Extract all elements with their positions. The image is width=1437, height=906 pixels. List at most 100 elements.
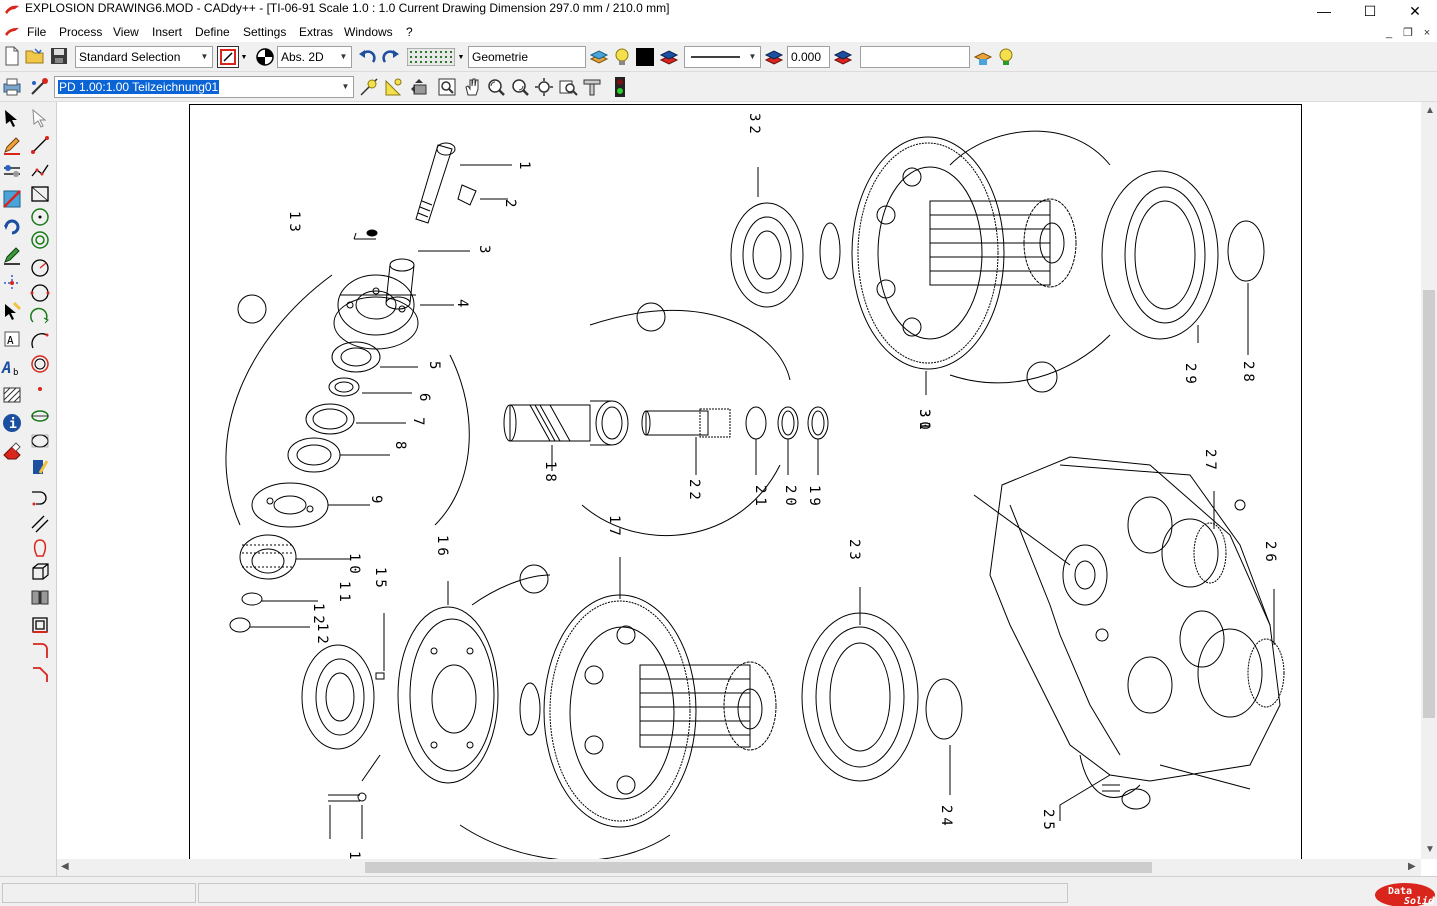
horizontal-scrollbar[interactable]: ◀ ▶ [57, 859, 1421, 876]
maximize-button[interactable]: ☐ [1347, 0, 1393, 22]
select-outline-icon[interactable] [29, 107, 51, 129]
circle-3point-icon[interactable] [29, 282, 51, 304]
drawing-canvas[interactable]: 1234567891011121213141516171819202122232… [57, 102, 1421, 859]
menu-view[interactable]: View [113, 25, 139, 39]
save-icon[interactable] [48, 45, 70, 67]
edit-pencil-icon[interactable] [1, 134, 23, 156]
lightbulb-icon[interactable] [611, 46, 633, 68]
mdi-minimize-button[interactable]: _ [1382, 26, 1396, 39]
document-menu-icon[interactable] [4, 26, 20, 38]
info-icon[interactable]: i [1, 412, 23, 434]
offset-icon[interactable] [29, 614, 51, 636]
rotate-icon[interactable] [1, 216, 23, 238]
pen-color-icon[interactable] [217, 46, 239, 68]
arc-icon[interactable] [29, 305, 51, 327]
menu-extras[interactable]: Extras [299, 25, 333, 39]
trim-icon[interactable] [1, 188, 23, 210]
selection-mode-select[interactable]: Standard Selection ▼ [75, 46, 213, 68]
line-width-stack-icon[interactable] [832, 46, 854, 68]
scroll-left-icon[interactable]: ◀ [61, 861, 69, 872]
traffic-light-icon[interactable] [609, 76, 631, 98]
text-tool-icon[interactable]: Ab [1, 356, 23, 378]
menu-settings[interactable]: Settings [243, 25, 286, 39]
parallel-line-icon[interactable] [29, 513, 51, 535]
sheet-view-select[interactable]: PD 1.00:1.00 Teilzeichnung01 ▼ [54, 76, 354, 98]
color-stack-icon[interactable] [658, 46, 680, 68]
menu-define[interactable]: Define [195, 25, 230, 39]
line-type-stack-icon[interactable] [763, 46, 785, 68]
menu-process[interactable]: Process [59, 25, 102, 39]
zoom-out-icon[interactable] [509, 76, 531, 98]
scroll-down-icon[interactable]: ▼ [1425, 844, 1435, 855]
snap-points-icon[interactable] [1, 272, 23, 294]
grid-dropdown-icon[interactable]: ▼ [456, 46, 466, 68]
layer-input[interactable]: Geometrie [468, 46, 586, 68]
circle-radius-icon[interactable] [29, 257, 51, 279]
redo-icon[interactable] [380, 46, 402, 68]
chamfer-icon[interactable] [29, 663, 51, 685]
sheet-wizard-icon[interactable] [28, 76, 50, 98]
grid-pattern-icon[interactable] [406, 46, 456, 68]
zoom-extents-icon[interactable] [533, 76, 555, 98]
pan-hand-icon[interactable] [461, 76, 483, 98]
fill-color-icon[interactable] [634, 46, 656, 68]
menu-help[interactable]: ? [406, 25, 413, 39]
database-icon[interactable] [972, 46, 994, 68]
scroll-right-icon[interactable]: ▶ [1408, 861, 1416, 872]
scroll-up-icon[interactable]: ▲ [1425, 105, 1435, 116]
rectangle-tool-icon[interactable] [29, 183, 51, 205]
corner-icon[interactable] [29, 639, 51, 661]
line-width-input[interactable]: 0.000 [787, 46, 830, 68]
close-button[interactable]: ✕ [1392, 0, 1437, 22]
ellipse-icon[interactable] [29, 405, 51, 427]
polyline-icon[interactable] [29, 160, 51, 182]
eraser-icon[interactable] [1, 440, 23, 462]
new-file-icon[interactable] [1, 45, 23, 67]
concentric-circle-icon[interactable] [29, 229, 51, 251]
zoom-previous-icon[interactable] [557, 76, 579, 98]
point-icon[interactable] [29, 378, 51, 400]
line-style-select[interactable]: ▼ [684, 46, 761, 68]
search-input[interactable] [860, 46, 970, 68]
arc-tangent-icon[interactable] [29, 330, 51, 352]
menu-file[interactable]: File [27, 25, 46, 39]
vertical-scrollbar[interactable]: ▲ ▼ [1421, 102, 1437, 859]
fillet-icon[interactable] [29, 487, 51, 509]
line-tool-icon[interactable] [29, 134, 51, 156]
zoom-window-icon[interactable] [436, 76, 458, 98]
draw-pen-icon[interactable] [1, 244, 23, 266]
ring-icon[interactable] [29, 353, 51, 375]
layer-stack-icon[interactable] [588, 46, 610, 68]
book-view-icon[interactable] [29, 586, 51, 608]
minimize-button[interactable]: — [1301, 0, 1347, 22]
zoom-in-icon[interactable] [485, 76, 507, 98]
triangle-ruler-icon[interactable] [383, 76, 405, 98]
undo-icon[interactable] [356, 46, 378, 68]
mdi-restore-button[interactable]: ❐ [1401, 26, 1415, 39]
circle-center-icon[interactable] [29, 206, 51, 228]
redraw-icon[interactable] [581, 76, 603, 98]
move-sheet-icon[interactable] [408, 76, 430, 98]
modify-tools-icon[interactable] [1, 161, 23, 183]
horizontal-scroll-thumb[interactable] [365, 862, 1152, 873]
open-folder-icon[interactable] [24, 45, 46, 67]
hatch-icon[interactable] [1, 384, 23, 406]
coordinate-system-icon[interactable] [254, 46, 276, 68]
text-edit-icon[interactable]: A [1, 328, 23, 350]
select-arrow-icon[interactable] [1, 107, 23, 129]
drawing-sheet[interactable]: 1234567891011121213141516171819202122232… [189, 104, 1302, 859]
menu-insert[interactable]: Insert [152, 25, 182, 39]
mdi-close-button[interactable]: × [1420, 26, 1434, 39]
3d-box-icon[interactable] [29, 561, 51, 583]
idea-bulb-icon[interactable] [995, 46, 1017, 68]
point-select-icon[interactable] [1, 300, 23, 322]
menu-windows[interactable]: Windows [344, 25, 393, 39]
vertical-scroll-thumb[interactable] [1423, 290, 1435, 718]
coordinate-mode-select[interactable]: Abs. 2D ▼ [277, 46, 352, 68]
bulb-shape-icon[interactable] [29, 537, 51, 559]
measure-icon[interactable] [358, 76, 380, 98]
print-icon[interactable] [1, 76, 23, 98]
pen-color-dropdown-icon[interactable]: ▼ [239, 46, 249, 68]
ellipse-arc-icon[interactable] [29, 430, 51, 452]
spline-edit-icon[interactable] [29, 456, 51, 478]
